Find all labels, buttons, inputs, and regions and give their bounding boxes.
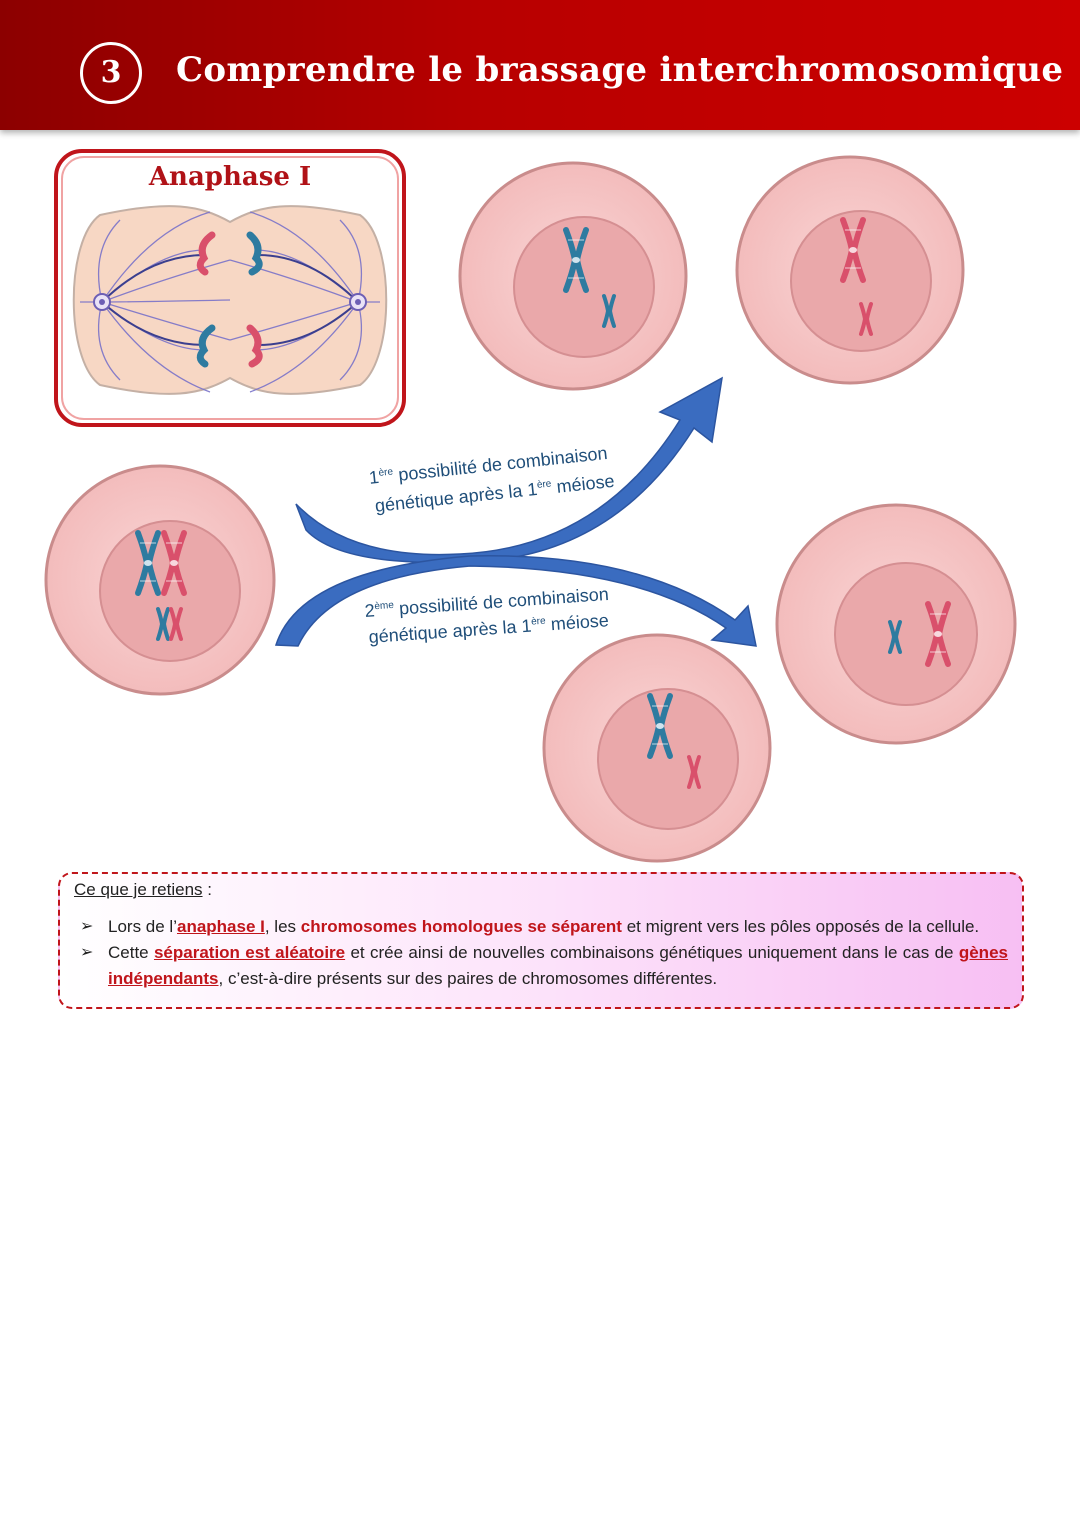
parent-cell: [44, 464, 276, 696]
summary-item-2: ➢ Cette séparation est aléatoire et crée…: [74, 940, 1008, 992]
bullet-arrow-icon: ➢: [80, 918, 94, 935]
arrow-combination-2: [274, 555, 757, 647]
meiosis-diagram: [44, 149, 1017, 863]
header-banner: 3 Comprendre le brassage interchromosomi…: [0, 0, 1080, 130]
daughter-cell-1b: [735, 155, 965, 385]
daughter-cell-2b: [542, 633, 772, 863]
summary-item-1: ➢ Lors de l’anaphase I, les chromosomes …: [74, 914, 1008, 940]
daughter-cell-1a: [458, 161, 688, 391]
section-number-badge: 3: [80, 42, 142, 104]
anaphase-title: Anaphase I: [148, 162, 312, 192]
summary-heading: Ce que je retiens :: [74, 880, 212, 899]
anaphase-panel: [54, 149, 406, 427]
page-title: Comprendre le brassage interchromosomiqu…: [176, 50, 1064, 90]
bullet-arrow-icon: ➢: [80, 944, 94, 961]
summary-box: Ce que je retiens : ➢ Lors de l’anaphase…: [58, 872, 1024, 1009]
daughter-cell-2a: [775, 503, 1017, 745]
